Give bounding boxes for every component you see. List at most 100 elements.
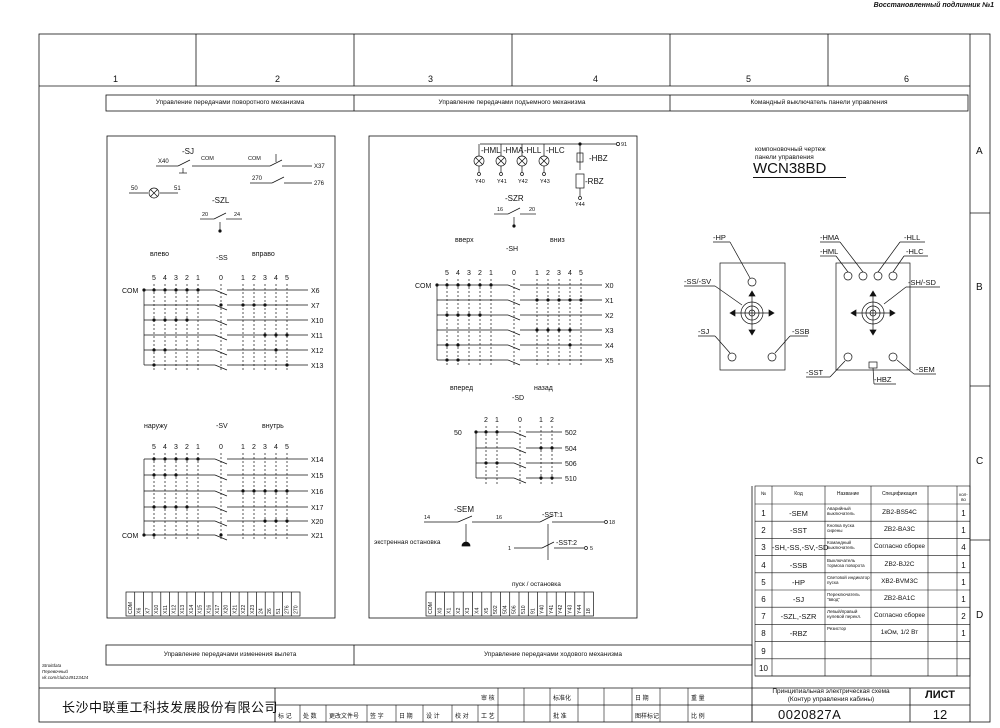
stamp-cell-label: 标 记 (278, 714, 292, 720)
table-cell-code: -SH,-SS,-SV,-SD (772, 543, 829, 553)
ss-contact-dot (274, 333, 278, 337)
sh-contact-dot (467, 313, 471, 317)
sh-contact-dot (568, 328, 572, 332)
resistor-rbz (575, 173, 585, 189)
row-letter-c: C (976, 456, 984, 467)
sh-sd-label: -SH/-SD (908, 278, 937, 287)
com-label: COM (201, 156, 214, 162)
table-cell-qty: 1 (961, 560, 966, 570)
sj-label: -SJ (698, 327, 710, 336)
lamp-hll-cross (518, 157, 526, 165)
row-letter-b: B (976, 282, 983, 293)
column-number-1: 1 (113, 74, 119, 84)
terminal-label: 51 (276, 608, 282, 614)
lamp-indicator-cross (150, 189, 158, 197)
sj-contact (177, 159, 191, 167)
x37-contact (269, 159, 283, 167)
n18-label: 18 (609, 520, 615, 526)
table-cell-name: Левый/правый нулевой перекл. (827, 609, 862, 620)
row-letter-a: A (976, 146, 983, 157)
ss-right-label: вправо (252, 251, 275, 258)
ss-output-label: X11 (311, 333, 323, 340)
terminal-label: X3 (465, 608, 471, 614)
terminal-5 (584, 546, 588, 550)
sv-position-label: 4 (163, 444, 167, 451)
sv-output-label: X21 (311, 533, 324, 540)
sh-position-label: 3 (467, 270, 471, 277)
terminal-label: Y43 (568, 605, 574, 614)
lamp-output-label: Y41 (497, 179, 507, 185)
stamp-cell-label: 图样标记 (635, 714, 660, 720)
header-command-switch: Командный выключатель панели управления (750, 99, 888, 106)
sh-contact-dot (535, 328, 539, 332)
sh-contact (507, 299, 521, 306)
sv-output-label: X14 (311, 457, 324, 464)
layout-caption-1: компоновочный чертеж (755, 146, 826, 153)
y44-label: Y44 (575, 202, 585, 208)
terminal-label: 502 (493, 605, 499, 614)
sh-label: -SH (506, 246, 518, 253)
start-stop-label: пуск / остановка (512, 581, 561, 588)
sd-contact (513, 477, 527, 484)
leader (892, 255, 905, 273)
sv-position-label: 5 (285, 444, 289, 451)
table-cell-name: Световой индикатор пуска (827, 574, 870, 585)
terminal-label: Y40 (540, 605, 546, 614)
stamp-cell-label: 设 计 (426, 714, 440, 720)
ss-contact-dot (252, 303, 256, 307)
sv-position-label: 3 (263, 444, 267, 451)
stamp-cell-label: 签 字 (370, 714, 384, 720)
sv-contact-dot (185, 457, 189, 461)
sh-sd-joystick-arrow (889, 309, 896, 317)
sv-output-label: X17 (311, 505, 324, 512)
ss-contact-dot (152, 363, 156, 367)
terminal-label: X12 (172, 605, 178, 614)
terminal-label: 504 (502, 605, 508, 614)
n16b-label: 16 (496, 515, 502, 521)
szr-dot (512, 224, 516, 228)
sh-contact-dot (478, 313, 482, 317)
hbz-buzzer (868, 361, 878, 369)
sv-right-label: внутрь (262, 423, 284, 430)
y44-terminal (578, 196, 582, 200)
com-label: COM (248, 156, 261, 162)
lamp-label: -HLL (524, 146, 542, 155)
lamp-hlc-cross (540, 157, 548, 165)
sv-contact-dot (241, 489, 245, 493)
terminal-label: X7 (145, 608, 151, 614)
sv-contact-dot (152, 533, 156, 537)
stamp-cell-label: 比 例 (691, 714, 705, 720)
sv-contact-dot (163, 473, 167, 477)
sh-contact-dot (546, 328, 550, 332)
table-cell-code: -SJ (792, 595, 805, 604)
ss-contact-dot (174, 288, 178, 292)
terminal-label: Y41 (549, 605, 555, 614)
ss-output-label: X13 (311, 363, 324, 370)
table-cell-qty: 1 (961, 509, 966, 518)
sd-contact-dot (539, 476, 543, 480)
lamp-terminal (499, 172, 503, 176)
table-cell-qty: 4 (961, 543, 966, 553)
ss-output-label: X6 (311, 288, 320, 295)
sh-contact-dot (568, 298, 572, 302)
terminal-label: X1 (447, 608, 453, 614)
sv-position-label: 1 (196, 444, 200, 451)
terminal-label: X5 (484, 608, 490, 614)
table-cell-spec: ZB2-BA1C (883, 595, 916, 602)
stamp-cell-label: 日 期 (635, 696, 649, 702)
terminal-label: X21 (232, 605, 238, 614)
table-header-cell: кол-во (959, 492, 968, 502)
sv-contact (214, 520, 228, 527)
terminal-label: 18 (586, 608, 592, 614)
sv-contact-dot (174, 457, 178, 461)
n24-label: 24 (234, 212, 240, 218)
terminal-label: X13 (180, 605, 186, 614)
lamp-label: -HMA (503, 146, 524, 155)
ss-left-label: влево (150, 251, 169, 258)
terminal-label: 270 (293, 605, 299, 614)
lamp-output-label: Y42 (518, 179, 528, 185)
sv-position-label: 2 (185, 444, 189, 451)
hml-label: -HML (820, 247, 838, 256)
sd-forward-label: вперед (450, 385, 473, 392)
